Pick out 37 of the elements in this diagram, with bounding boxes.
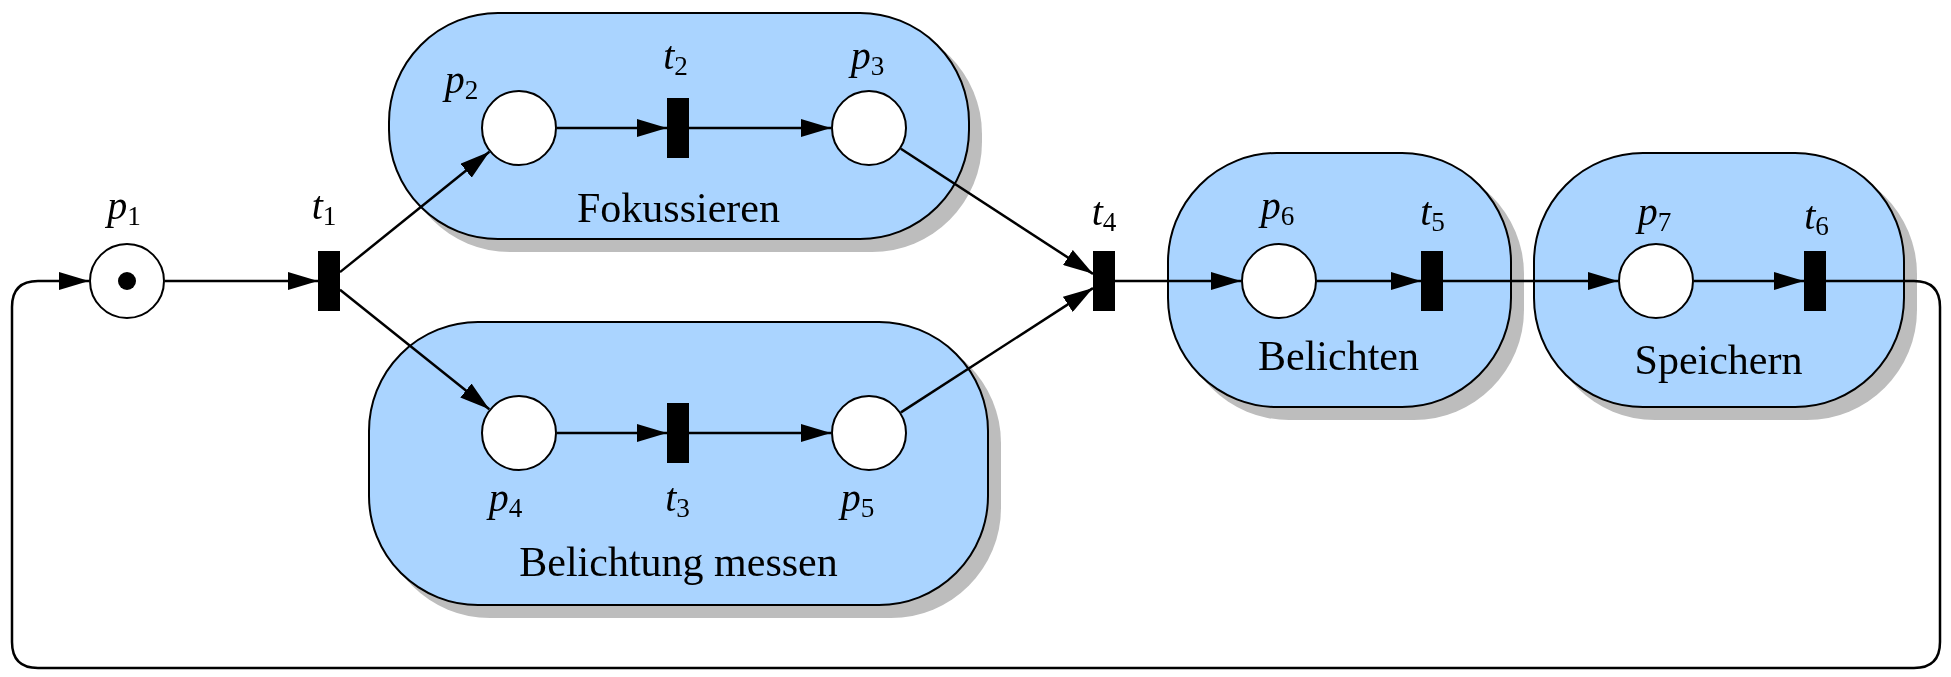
place-label: p$_{4}$ xyxy=(488,477,523,522)
subnet-label: Fokussieren xyxy=(577,186,780,229)
arrow xyxy=(1694,272,1804,290)
arrow xyxy=(165,272,318,290)
place-label: p$_{3}$ xyxy=(850,35,885,80)
transition-bar xyxy=(318,251,340,311)
arrow xyxy=(557,119,667,137)
transition-bar xyxy=(666,402,689,463)
place-label: p$_{6}$ xyxy=(1260,185,1295,230)
subnet-label: Speichern xyxy=(1634,338,1803,381)
arrow xyxy=(900,147,1094,275)
transition-bar xyxy=(1093,251,1115,311)
place-label: p$_{7}$ xyxy=(1637,191,1672,236)
place-label: p$_{2}$ xyxy=(444,59,479,104)
arrow xyxy=(689,119,831,137)
transition-label: t$_{6}$ xyxy=(1804,195,1829,240)
transition-bar xyxy=(666,97,689,158)
transition-bar xyxy=(1420,250,1443,311)
arrow xyxy=(1115,272,1241,290)
transition-bar xyxy=(1803,250,1826,311)
arrow xyxy=(1317,272,1421,290)
subnet-label: Belichtung messen xyxy=(519,540,838,583)
arrow xyxy=(339,150,491,274)
place-label: p$_{1}$ xyxy=(107,185,141,231)
arrow xyxy=(557,424,667,442)
arrow xyxy=(10,272,1942,670)
transition-label: t$_{3}$ xyxy=(665,477,690,522)
transition-label: t$_{1}$ xyxy=(311,185,337,231)
place-label: p$_{5}$ xyxy=(840,477,875,522)
transition-label: t$_{4}$ xyxy=(1091,191,1117,237)
arrow xyxy=(689,424,831,442)
transition-label: t$_{5}$ xyxy=(1420,191,1445,236)
arrow xyxy=(1443,272,1618,290)
arrow xyxy=(339,288,491,411)
transition-label: t$_{2}$ xyxy=(663,35,688,80)
subnet-label: Belichten xyxy=(1258,334,1419,377)
arrow xyxy=(900,287,1094,414)
